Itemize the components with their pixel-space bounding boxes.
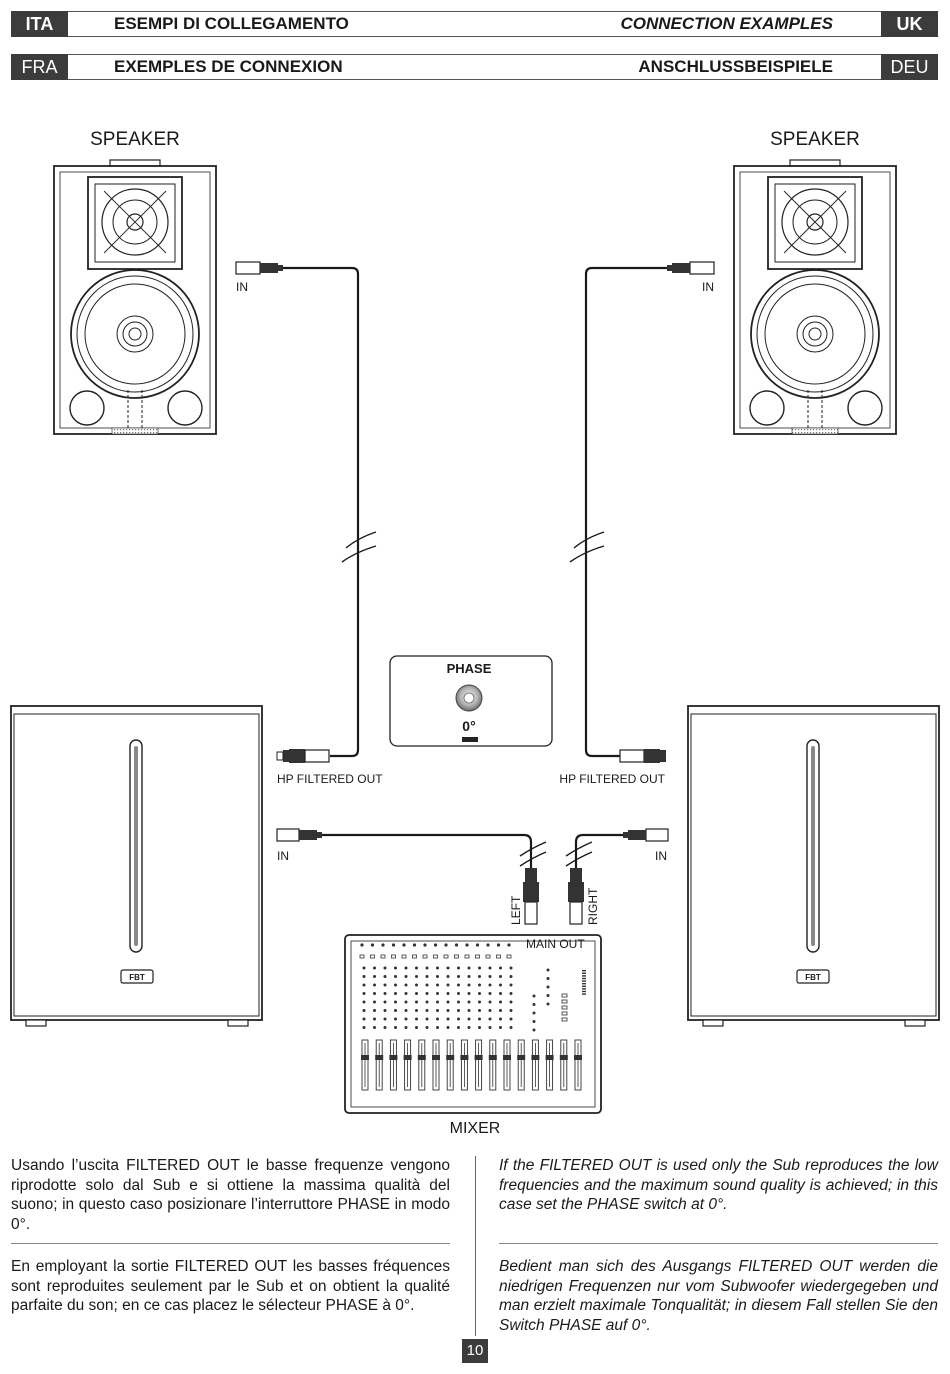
mixer-label: MIXER [450, 1120, 501, 1137]
divider-right [499, 1243, 938, 1244]
xlr-connector-left-hp-filtered-out [276, 749, 330, 763]
xlr-connector-left-sub-in [276, 828, 322, 842]
fbt-logo-left: FBT [120, 969, 154, 984]
cable-mixer-left [322, 833, 533, 868]
column-divider [475, 1156, 476, 1336]
description-ita: Usando l’uscita FILTERED OUT le basse fr… [11, 1157, 450, 1233]
subwoofer-right [687, 705, 940, 1027]
description-uk: If the FILTERED OUT is used only the Sub… [499, 1157, 938, 1214]
svg-text:FBT: FBT [129, 973, 145, 982]
xlr-connector-right-hp-filtered-out [619, 749, 666, 763]
title-fra: EXEMPLES DE CONNEXION [114, 57, 343, 76]
in-label-left-speaker: IN [236, 280, 248, 294]
language-code-ita: ITA [11, 11, 68, 37]
cable-left-speaker [282, 266, 360, 758]
hp-filtered-out-label-left: HP FILTERED OUT [277, 772, 383, 786]
language-code-fra: FRA [11, 54, 68, 80]
mixer-cable-break-marks [519, 841, 593, 867]
xlr-connector-right-speaker-in [667, 261, 715, 275]
xlr-connector-left-speaker-in [235, 261, 283, 275]
title-ita: ESEMPI DI COLLEGAMENTO [114, 14, 349, 33]
cable-mixer-right [574, 833, 623, 868]
description-fra: En employant la sortie FILTERED OUT les … [11, 1258, 450, 1315]
language-code-uk: UK [881, 11, 938, 37]
xlr-connector-right-sub-in [623, 828, 669, 842]
divider-left [11, 1243, 450, 1244]
main-out-label: MAIN OUT [526, 937, 585, 951]
title-deu: ANSCHLUSSBEISPIELE [638, 57, 833, 76]
header-row-2: FRA EXEMPLES DE CONNEXION ANSCHLUSSBEISP… [11, 54, 938, 80]
fbt-logo-right: FBT [796, 969, 830, 984]
in-label-left-sub: IN [277, 849, 289, 863]
description-deu: Bedient man sich des Ausgangs FILTERED O… [499, 1258, 938, 1334]
cable-right-speaker [584, 266, 668, 758]
hp-filtered-out-label-right: HP FILTERED OUT [559, 772, 665, 786]
title-uk: CONNECTION EXAMPLES [620, 14, 833, 33]
in-label-right-speaker: IN [702, 280, 714, 294]
subwoofer-left [10, 705, 263, 1027]
svg-text:FBT: FBT [805, 973, 821, 982]
header-row-1: ITA ESEMPI DI COLLEGAMENTO CONNECTION EX… [11, 11, 938, 37]
mixer-controls [359, 943, 586, 1091]
speaker-left-label: SPEAKER [90, 129, 180, 150]
speaker-left [53, 159, 217, 435]
page-number: 10 [462, 1339, 488, 1363]
speaker-right-label: SPEAKER [770, 129, 860, 150]
speaker-right [733, 159, 897, 435]
cable-break-marks [341, 531, 605, 563]
phase-title: PHASE [447, 661, 492, 676]
connection-diagram: SPEAKER SPEAKER [10, 129, 940, 1137]
xlr-plug-left [523, 868, 539, 925]
phase-panel [389, 655, 553, 747]
language-code-deu: DEU [881, 54, 938, 80]
left-channel-label: LEFT [509, 895, 523, 925]
phase-value: 0° [462, 718, 475, 734]
xlr-plug-right [568, 868, 584, 925]
right-channel-label: RIGHT [586, 887, 600, 925]
mixer [344, 934, 602, 1114]
in-label-right-sub: IN [655, 849, 667, 863]
